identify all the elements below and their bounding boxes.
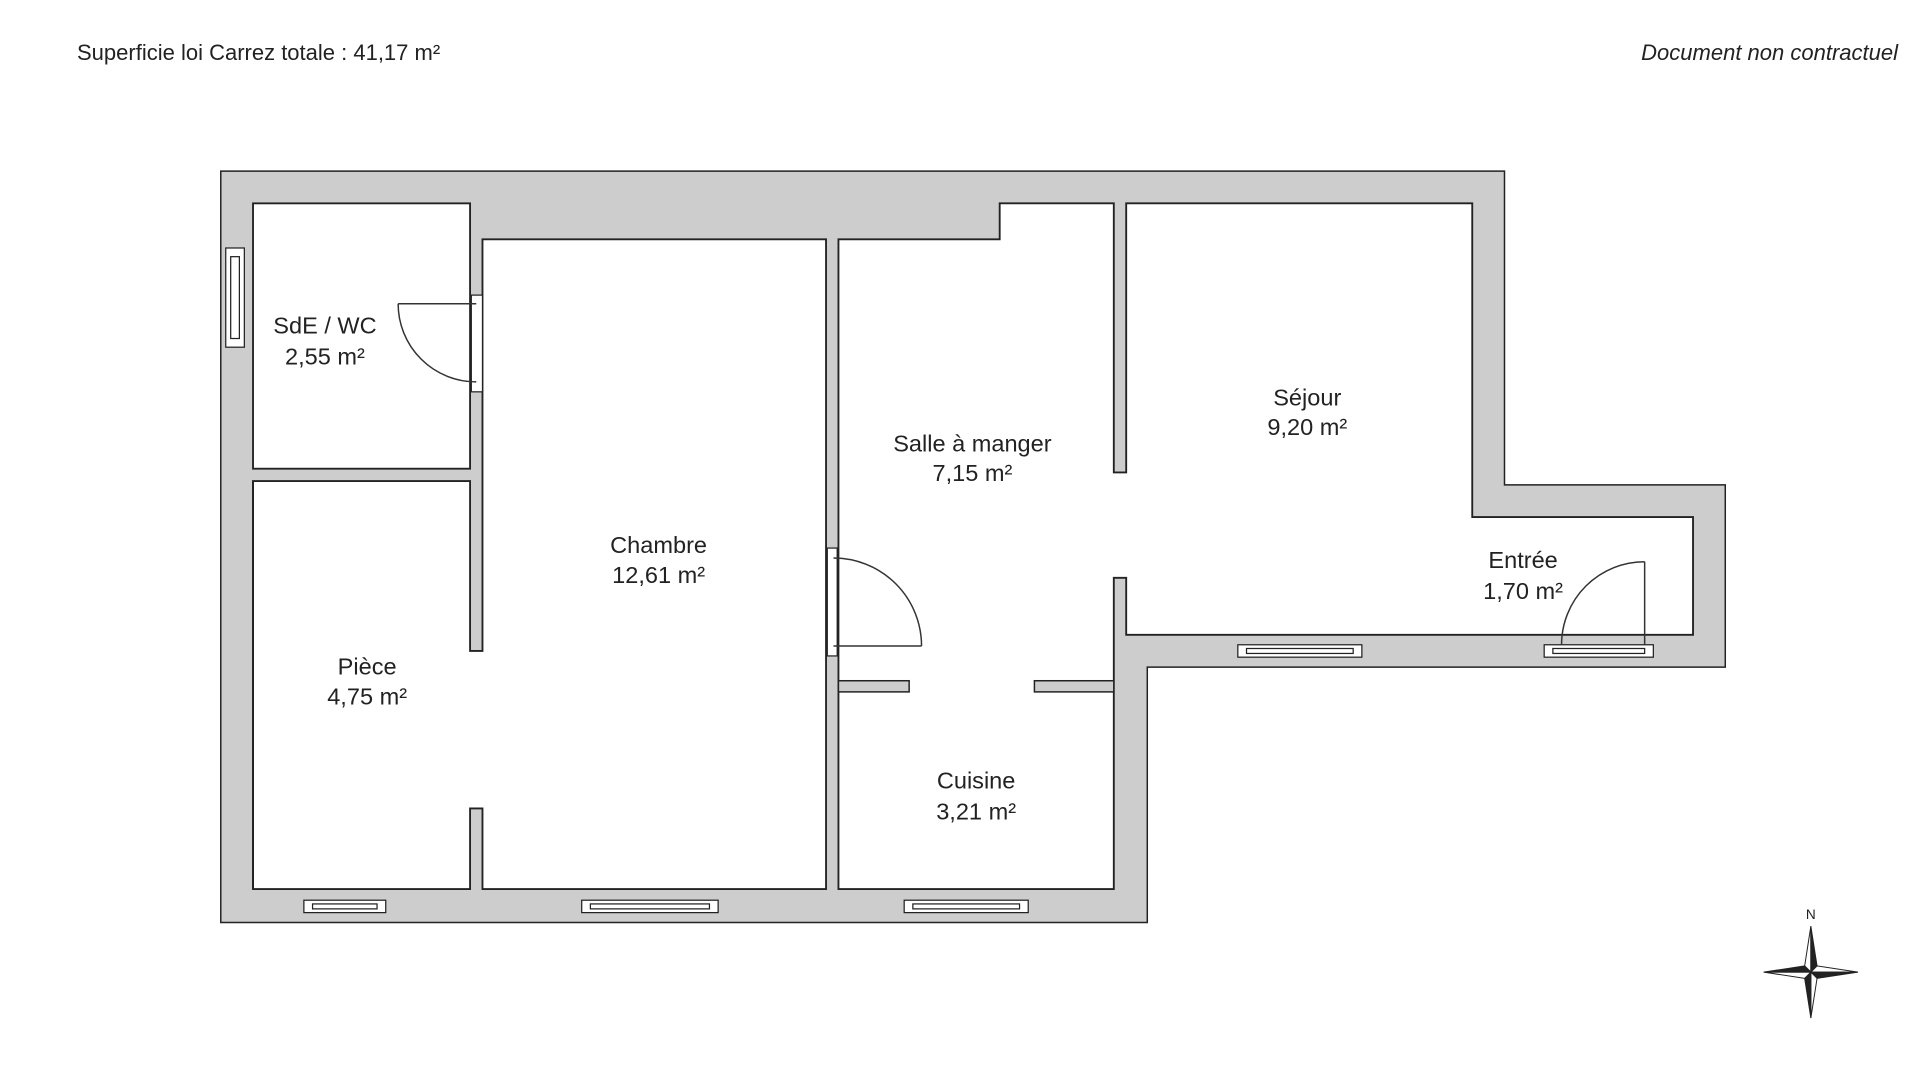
room-sde-wc (252, 202, 472, 470)
room-area-sde: 2,55 m² (285, 344, 365, 370)
window-sde (225, 247, 245, 348)
total-area-label: Superficie loi Carrez totale : 41,17 m² (77, 40, 441, 65)
room-piece-chambre (252, 238, 827, 890)
disclaimer-label: Document non contractuel (1641, 40, 1898, 65)
kitchen-partition-right (1033, 679, 1115, 693)
room-name-chambre: Chambre (610, 532, 707, 558)
room-name-sde: SdE / WC (273, 313, 376, 339)
room-area-cuisine: 3,21 m² (936, 799, 1016, 825)
window-chambre (581, 899, 719, 914)
window-sejour (1237, 644, 1363, 658)
room-name-entree: Entrée (1488, 547, 1557, 573)
room-name-cuisine: Cuisine (937, 768, 1016, 794)
room-name-sejour: Séjour (1273, 384, 1341, 410)
window-entree (1543, 644, 1654, 658)
room-area-piece: 4,75 m² (327, 683, 407, 709)
room-area-entree: 1,70 m² (1483, 578, 1563, 604)
compass-north-label: N (1806, 907, 1816, 922)
door-entree (1560, 560, 1646, 645)
window-cuisine (903, 899, 1029, 914)
kitchen-partition-left (837, 679, 910, 693)
room-name-salle-a-manger: Salle à manger (893, 430, 1052, 456)
door-chambre (826, 547, 923, 657)
room-area-salle-a-manger: 7,15 m² (932, 460, 1012, 486)
compass-rose-icon: N (1763, 907, 1859, 1019)
room-area-sejour: 9,20 m² (1267, 414, 1347, 440)
window-piece (303, 899, 387, 914)
door-sde (397, 294, 484, 393)
room-area-chambre: 12,61 m² (612, 562, 705, 588)
room-name-piece: Pièce (338, 654, 397, 680)
